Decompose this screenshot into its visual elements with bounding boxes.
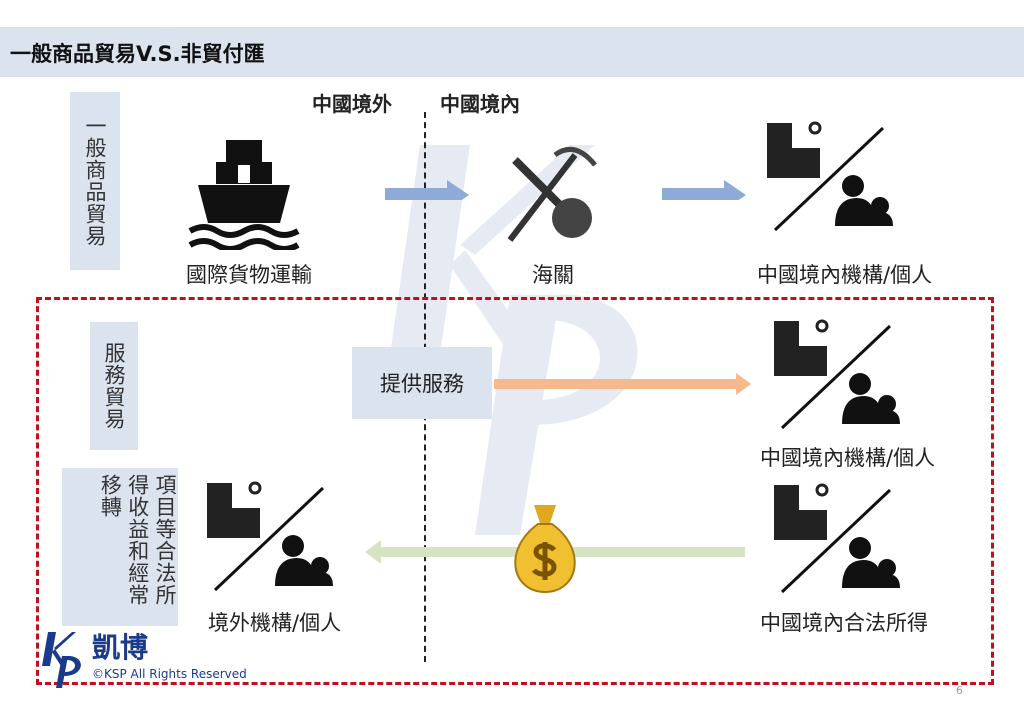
title-bar (0, 27, 1024, 77)
row-label-service-trade: 服務貿易 (90, 322, 138, 450)
service-box: 提供服務 (352, 347, 492, 419)
label-domestic-2: 中國境內機構/個人 (760, 446, 936, 470)
org-person-icon-2 (774, 319, 900, 430)
org-person-icon-foreign (207, 481, 333, 592)
row-label-income: 項目等合法所得收益和經常移轉 (62, 468, 178, 626)
non-trade-section-border (36, 297, 994, 685)
orange-arrow (494, 373, 751, 395)
blue-arrow-2 (662, 180, 746, 200)
customs-icon (507, 146, 597, 242)
region-inside: 中國境內 (440, 92, 520, 116)
label-transport: 國際貨物運輸 (186, 263, 312, 287)
logo-name: 凱博 (92, 631, 149, 664)
page-number: 6 (956, 684, 963, 697)
ksp-logo (42, 632, 81, 688)
blue-arrow-1 (385, 180, 469, 200)
copyright: ©KSP All Rights Reserved (92, 667, 247, 681)
region-outside: 中國境外 (312, 92, 392, 116)
org-person-icon-3 (774, 483, 900, 594)
money-bag-icon (514, 505, 576, 594)
org-person-icon-1 (767, 121, 893, 232)
label-domestic-1: 中國境內機構/個人 (757, 263, 933, 287)
slide-title: 一般商品貿易V.S.非貿付匯 (10, 42, 265, 66)
label-foreign: 境外機構/個人 (208, 611, 342, 635)
ship-icon (188, 140, 300, 250)
row-label-goods-trade: 一般商品貿易 (70, 92, 120, 270)
label-customs: 海關 (532, 263, 574, 287)
label-legal-income: 中國境內合法所得 (760, 611, 928, 635)
